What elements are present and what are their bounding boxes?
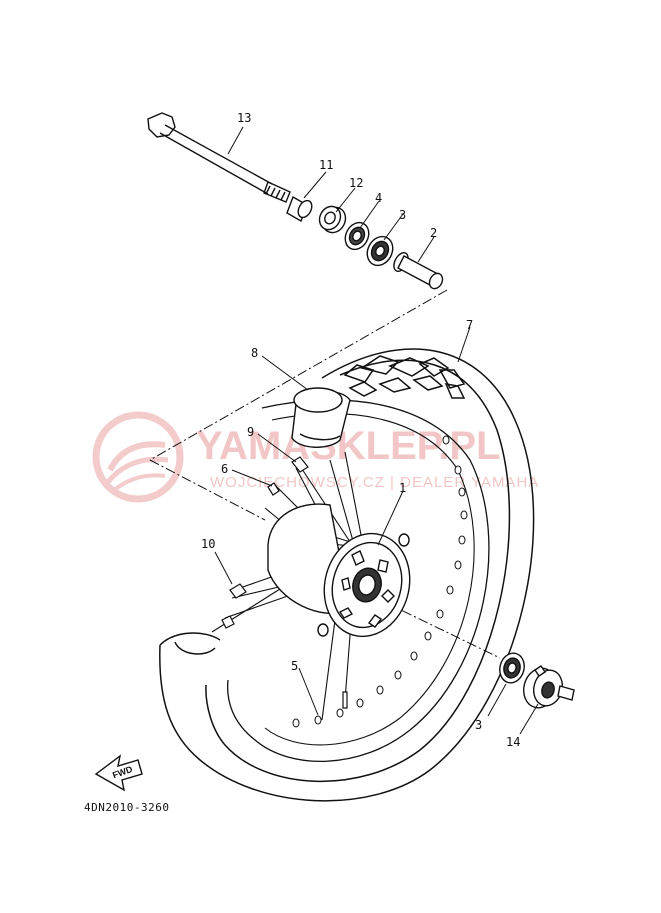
callout-3-bottom: 3 [475, 718, 482, 732]
tube-drawing [291, 387, 351, 448]
nipple-drawings [221, 456, 348, 709]
fwd-arrow-icon [94, 754, 143, 792]
callout-11: 11 [319, 158, 333, 172]
bearing-top-drawing [366, 235, 394, 267]
watermark-subtitle: WOJCIECHOWSCY.CZ | DEALER YAMAHA [210, 474, 539, 491]
callout-8: 8 [251, 346, 258, 360]
callout-3-top: 3 [399, 208, 406, 222]
spacer-flange-drawing [393, 252, 444, 290]
callout-4: 4 [375, 191, 382, 205]
callout-1: 1 [399, 481, 406, 495]
callout-10: 10 [201, 537, 215, 551]
bearing-bottom-drawing [499, 652, 525, 684]
seal-drawing [318, 205, 347, 234]
callout-13: 13 [237, 111, 251, 125]
callout-9: 9 [247, 425, 254, 439]
tire-drawing [159, 348, 535, 802]
watermark-title: YAMASKLEP.PL [196, 424, 501, 468]
wheel-axle-drawing [147, 112, 291, 203]
rim-holes [292, 435, 468, 728]
meter-gear-drawing [523, 665, 575, 709]
drawing-code: 4DN2010-3260 [84, 801, 170, 814]
callout-12: 12 [349, 176, 363, 190]
hub-drawing [267, 503, 411, 638]
callout-5: 5 [291, 659, 298, 673]
callout-6: 6 [221, 462, 228, 476]
oil-seal-drawing [344, 221, 370, 251]
watermark-logo [92, 411, 184, 503]
callout-14: 14 [506, 735, 520, 749]
collar-drawing [286, 195, 313, 223]
leader-lines [214, 126, 539, 735]
callout-2: 2 [430, 226, 437, 240]
callout-7: 7 [466, 318, 473, 332]
